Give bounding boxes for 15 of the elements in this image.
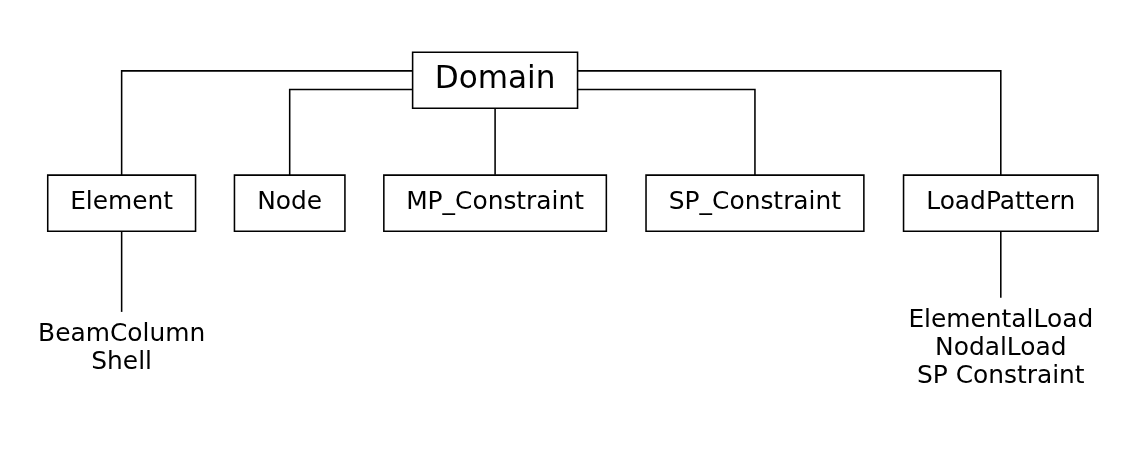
connector [577, 69, 1002, 176]
node-text: BeamColumn Shell [38, 317, 206, 375]
connector [288, 88, 413, 176]
connector [577, 88, 756, 176]
node-box: Domain [411, 50, 579, 109]
node-box: MP_Constraint [383, 173, 608, 232]
connector [1000, 230, 1002, 298]
connector [494, 107, 496, 176]
node-box: Node [233, 173, 346, 232]
connector [120, 230, 123, 313]
connector [120, 69, 413, 176]
node-box: LoadPattern [902, 173, 1099, 232]
node-text: ElementalLoad NodalLoad SP Constraint [908, 303, 1094, 389]
node-box: Element [46, 173, 197, 232]
node-box: SP_Constraint [645, 173, 865, 232]
